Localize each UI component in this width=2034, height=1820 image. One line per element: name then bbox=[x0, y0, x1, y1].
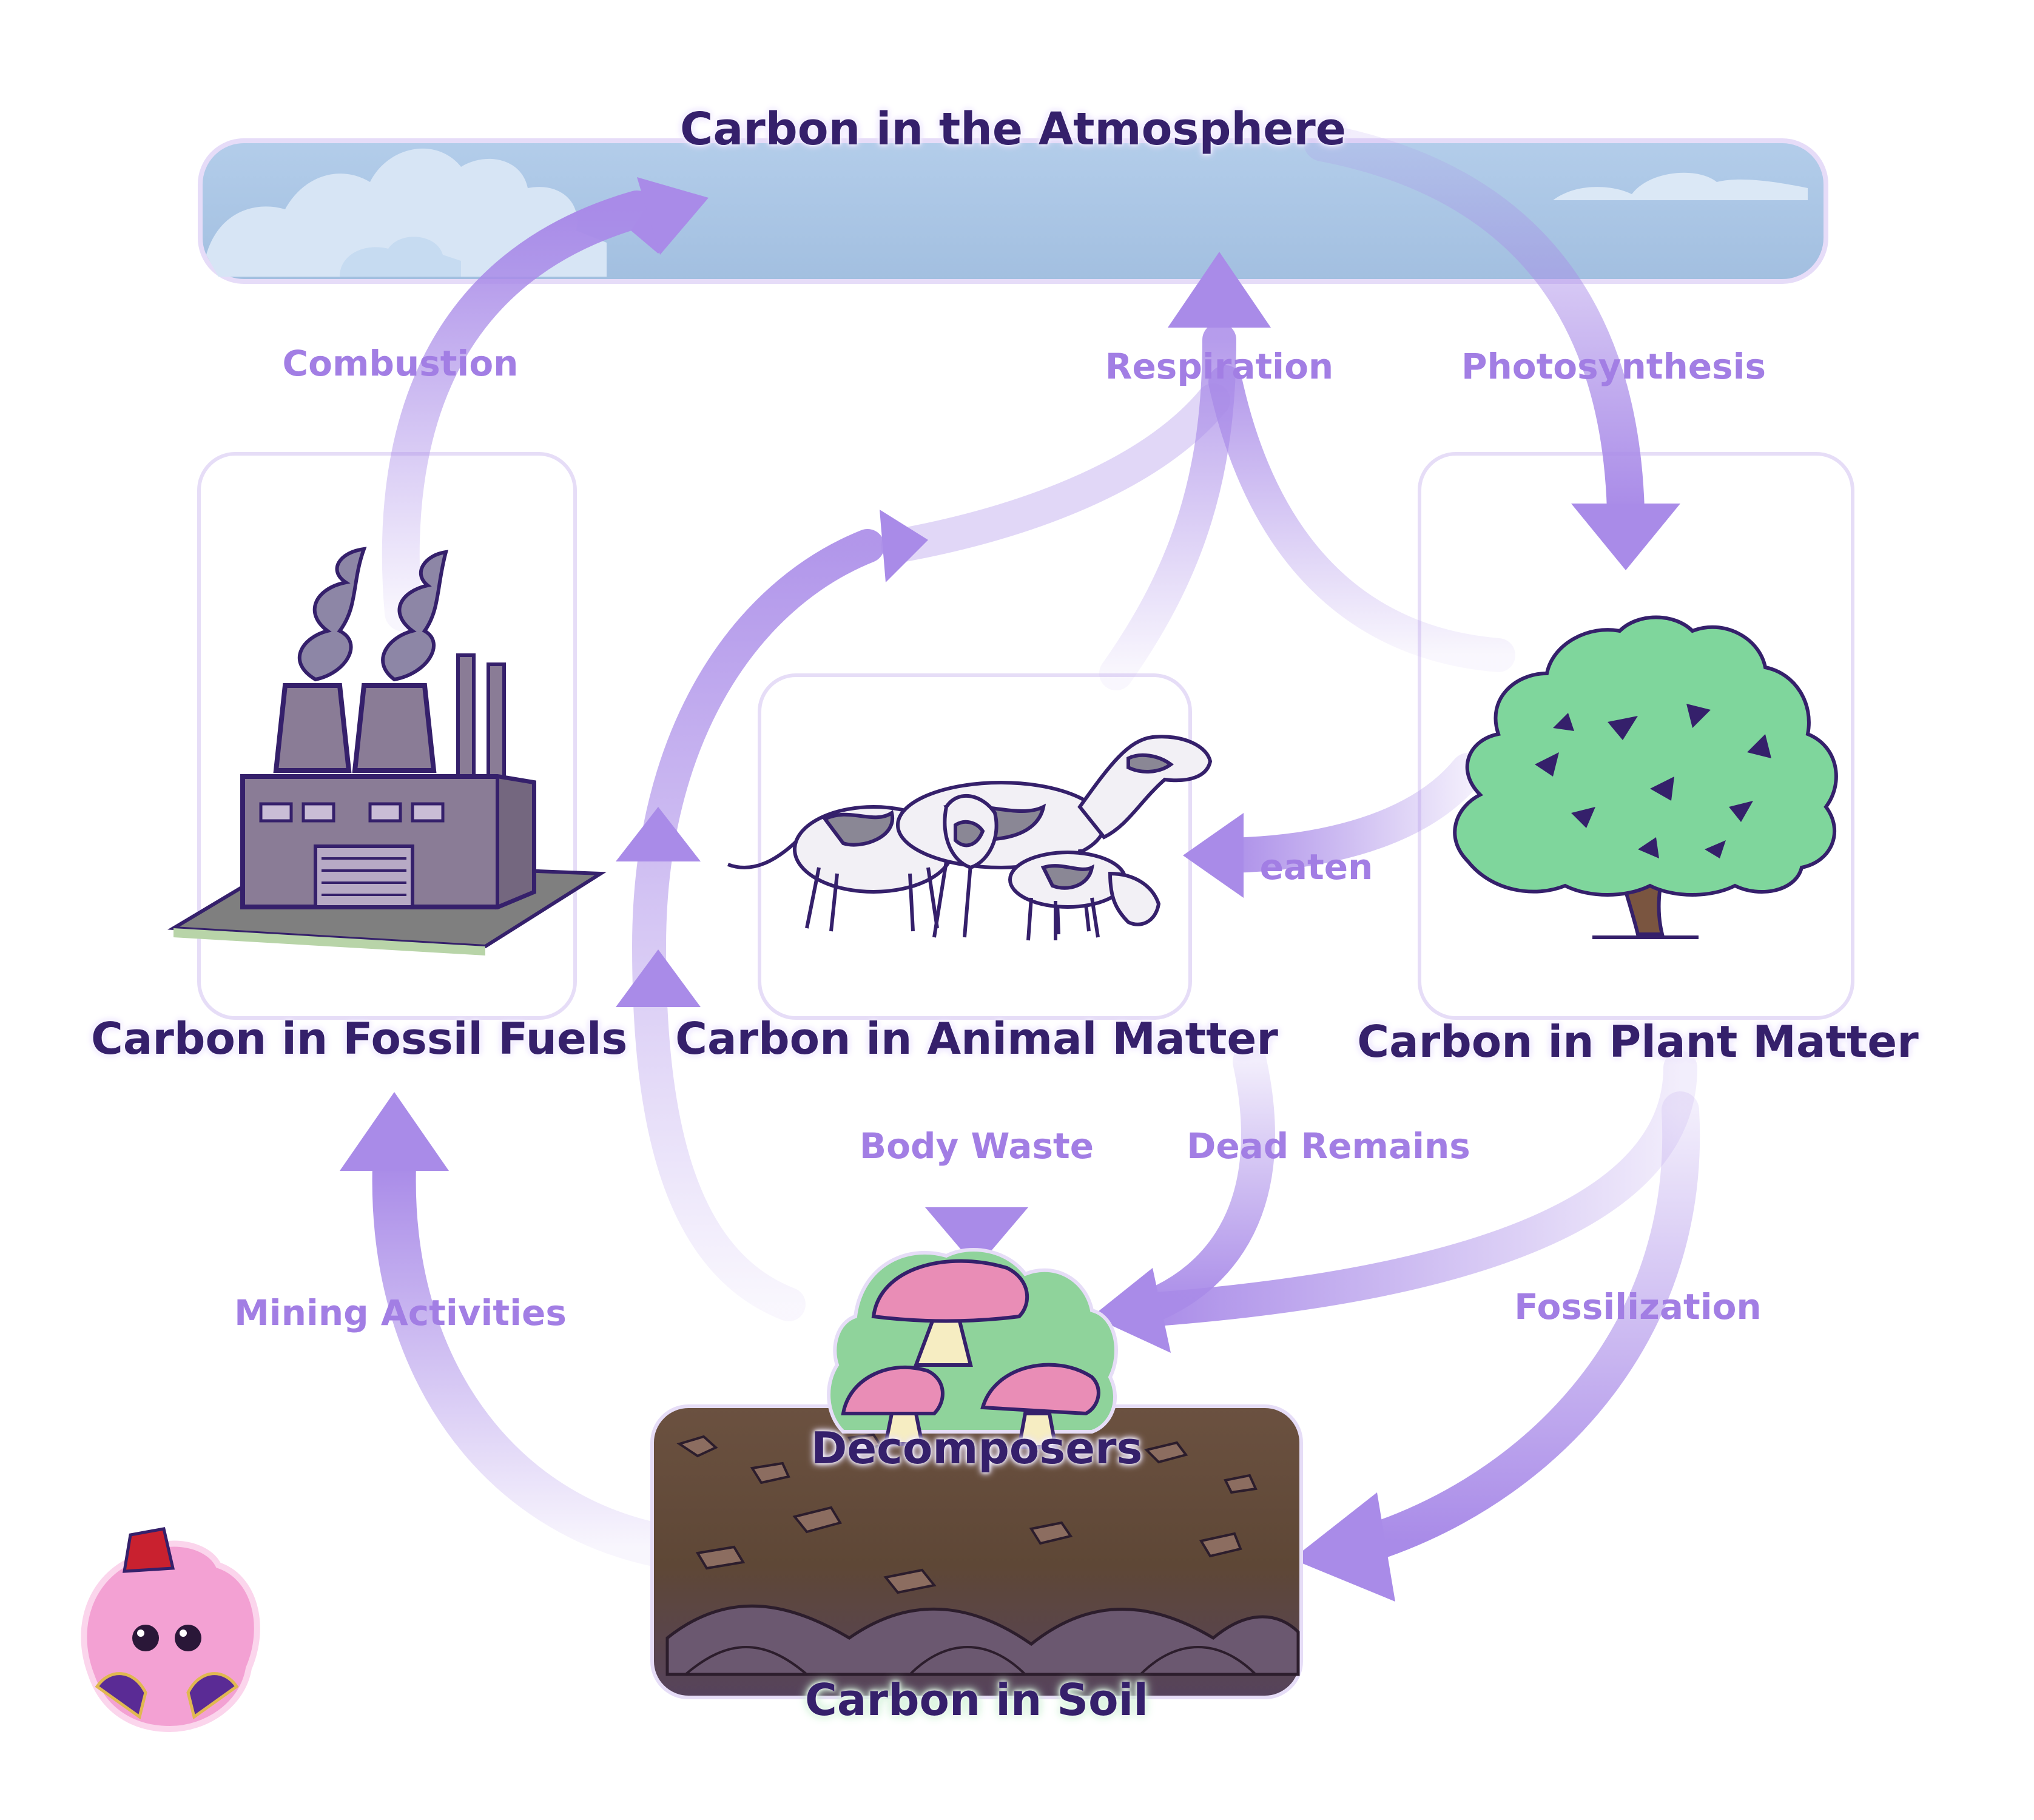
factory-icon bbox=[167, 547, 607, 956]
fossil-fuels-box bbox=[197, 452, 577, 1020]
arrow-mining bbox=[340, 1092, 689, 1569]
sky-cloud-icon bbox=[198, 138, 1828, 284]
arrow-body-waste bbox=[925, 1049, 1028, 1268]
plant-matter-title: Carbon in Plant Matter bbox=[1357, 1016, 1919, 1067]
soil-title: Carbon in Soil bbox=[805, 1674, 1148, 1725]
arrow-photosynthesis bbox=[1304, 124, 1680, 570]
fossilization-label: Fossilization bbox=[1514, 1286, 1762, 1327]
combustion-label: Combustion bbox=[282, 343, 519, 384]
fez-mascot-icon bbox=[81, 1527, 260, 1733]
arrow-combustion bbox=[382, 177, 709, 632]
eaten-label: eaten bbox=[1259, 846, 1373, 888]
photosynthesis-label: Photosynthesis bbox=[1461, 346, 1766, 387]
body-waste-label: Body Waste bbox=[859, 1125, 1094, 1167]
mining-activities-label: Mining Activities bbox=[234, 1292, 567, 1333]
tree-icon bbox=[1453, 615, 1838, 939]
fossil-fuels-title: Carbon in Fossil Fuels bbox=[91, 1013, 628, 1064]
animal-matter-box bbox=[758, 673, 1192, 1020]
decomposers-title: Decomposers bbox=[810, 1423, 1143, 1474]
dead-remains-label: Dead Remains bbox=[1187, 1125, 1470, 1167]
respiration-label: Respiration bbox=[1105, 346, 1334, 387]
arrow-fossilization bbox=[1292, 1091, 1700, 1602]
cows-icon bbox=[727, 735, 1213, 941]
arrow-eaten bbox=[1183, 753, 1486, 898]
arrow-up-to-fossil bbox=[616, 807, 701, 1195]
mushrooms-icon bbox=[827, 1248, 1118, 1449]
arrow-respiration-from-animal bbox=[1099, 252, 1271, 690]
animal-matter-title: Carbon in Animal Matter bbox=[675, 1013, 1278, 1064]
soil-rocks-icon bbox=[650, 1404, 1303, 1699]
arrow-respiration-from-plant bbox=[1208, 365, 1515, 672]
atmosphere-title: Carbon in the Atmosphere bbox=[680, 103, 1346, 155]
